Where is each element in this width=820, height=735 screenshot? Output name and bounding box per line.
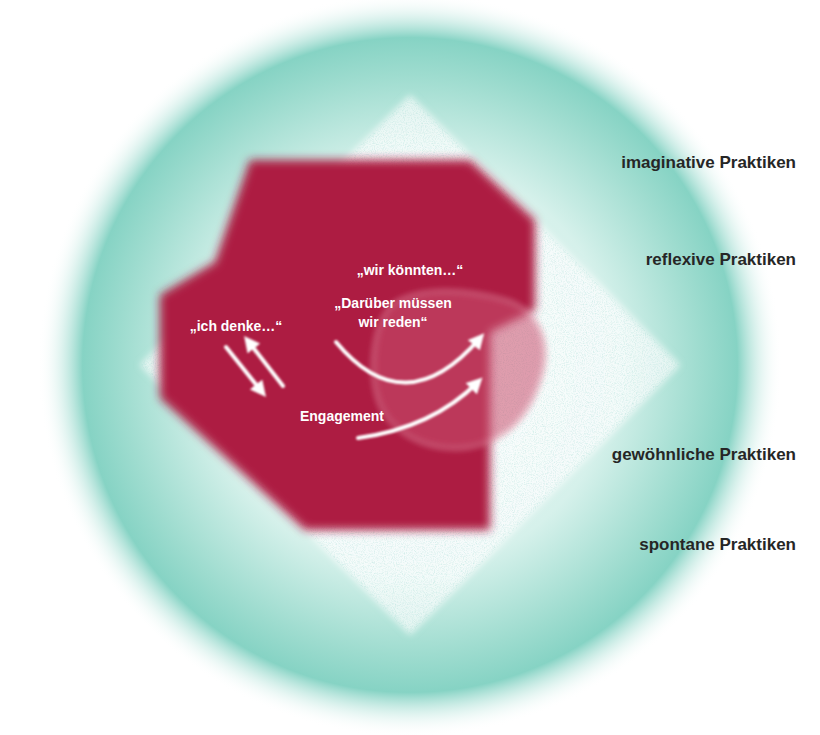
quote-label: „ich denke…“	[190, 317, 283, 336]
level-label: imaginative Praktiken	[621, 153, 796, 173]
outer-circle	[38, 0, 782, 735]
quote-label: „wir könnten…“	[357, 261, 464, 280]
arrows	[226, 338, 480, 438]
arrow-up	[248, 341, 283, 386]
center-label: Engagement	[300, 407, 384, 426]
level-label: reflexive Praktiken	[646, 250, 796, 270]
diamond-texture	[140, 95, 680, 635]
quote-label: „Darüber müssen wir reden“	[331, 294, 456, 332]
level-label: gewöhnliche Praktiken	[612, 445, 796, 465]
arrow-arc-upper	[336, 338, 480, 383]
level-label: spontane Praktiken	[639, 535, 796, 555]
diamond	[140, 95, 680, 635]
